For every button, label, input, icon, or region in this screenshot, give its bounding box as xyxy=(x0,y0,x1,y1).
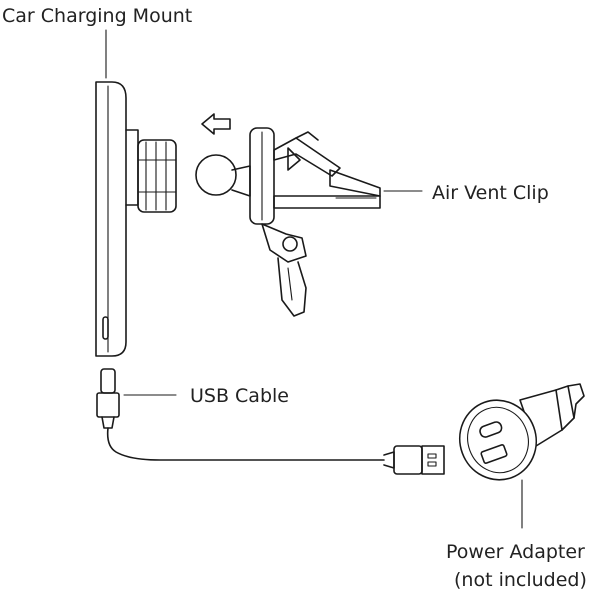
usb-cable xyxy=(96,368,445,475)
label-power-adapter-note: (not included) xyxy=(454,569,587,591)
label-usb-cable: USB Cable xyxy=(190,385,289,407)
label-car-charging-mount: Car Charging Mount xyxy=(2,5,192,27)
label-air-vent-clip: Air Vent Clip xyxy=(432,182,549,204)
arrow-left-outline-icon xyxy=(201,113,231,135)
label-power-adapter: Power Adapter xyxy=(446,541,585,563)
charging-mount xyxy=(95,81,177,357)
power-adapter xyxy=(458,383,585,481)
air-vent-clip xyxy=(195,127,381,317)
